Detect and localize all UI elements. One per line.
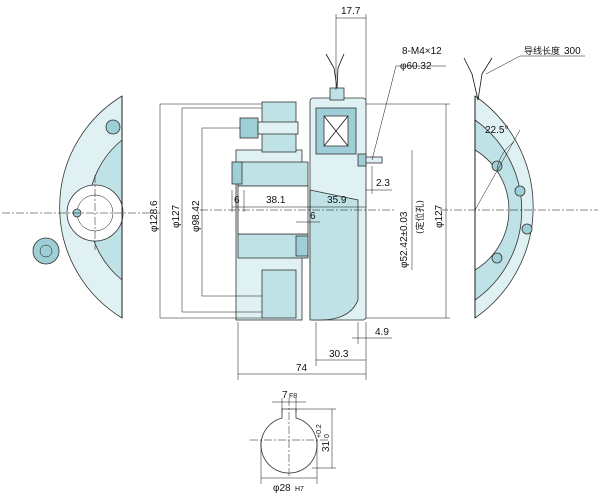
right-end-view [440,55,598,319]
dim-17-7: 17.7 [341,6,361,17]
right-screw-hole-3 [521,223,533,235]
dim-38-1: 38.1 [266,195,286,206]
dim-screw-pcd: φ60.32 [400,61,432,72]
flange-bottom-boss [261,269,297,319]
dim-key-depth: 31 [321,440,332,452]
terminal-screw-head [357,153,367,167]
lead-boss [329,87,345,101]
right-bore [474,149,510,271]
dim-key-width-tol: F8 [289,393,297,400]
right-lead-wire-2 [477,57,493,101]
dim-bore: φ28 [273,483,291,494]
left-end-view [2,95,160,319]
dim-dia-52-note: (定位孔) [414,200,426,234]
left-small-hole [105,119,121,135]
dim-dia-52-42: φ52.42±0.03 [399,211,410,268]
dim-6-a: 6 [234,195,240,206]
dim-2-3: 2.3 [376,178,390,189]
dim-key-depth-tol-upper: +0.2 [316,424,323,438]
angle-arc [496,141,515,171]
dim-angle: 22.5° [485,125,508,136]
coil-cross-2 [323,115,349,147]
dim-dia-127-left: φ127 [171,204,182,228]
lead-leader [485,55,521,75]
dimension-lines [159,14,450,380]
top-bolt-head [239,117,259,139]
lead-wire-2 [336,53,345,89]
lead-length-value: 300 [564,46,581,57]
lead-length-label: 导线长度 [524,45,560,57]
field-rotor [309,189,359,321]
dim-dia-98-42: φ98.42 [191,200,202,232]
dim-screw-spec: 8-M4×12 [402,46,442,57]
right-screw-hole-4 [491,252,503,264]
dim-4-9: 4.9 [375,327,389,338]
dim-74: 74 [296,363,308,374]
left-bolt-hex [39,244,53,258]
dim-key-depth-tol-lower: 0 [324,434,331,438]
set-screw-lower [295,235,309,257]
dim-35-9: 35.9 [327,195,347,206]
right-lead-wire-1 [463,57,479,101]
dim-6-b: 6 [310,211,316,222]
set-screw-upper [231,161,243,185]
left-bolt-head [32,237,60,265]
terminal-screw-shank [365,156,383,164]
dim-key-width: 7 [282,390,288,401]
right-screw-hole-2 [514,185,526,197]
dim-bore-tol: H7 [295,486,304,493]
dim-dia-127-right: φ127 [434,204,445,228]
keyway-detail [250,398,336,484]
section-view [200,53,395,321]
dim-dia-128-6: φ128.6 [149,200,160,232]
lead-wire-1 [325,53,338,89]
dim-30-3: 30.3 [329,349,349,360]
top-bolt-shank [257,121,299,135]
hub-upper [237,161,309,187]
